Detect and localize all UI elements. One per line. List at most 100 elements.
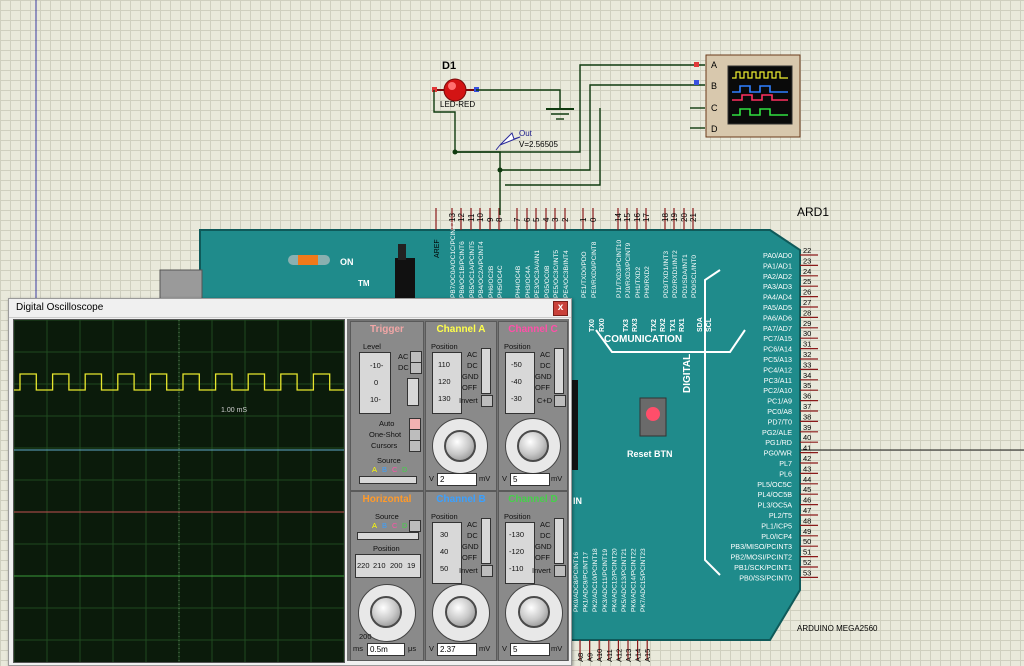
- channel-c-position-slider[interactable]: [505, 352, 535, 414]
- trigger-source-slider[interactable]: [359, 476, 417, 484]
- channel-d-position-slider[interactable]: [505, 522, 535, 584]
- channel-b-mode-off: OFF: [462, 553, 477, 562]
- channel-b-scale-bottom: 50: [440, 564, 449, 573]
- oscilloscope-instrument[interactable]: [694, 54, 801, 138]
- serial-label: TX0: [589, 319, 596, 332]
- right-pin-number: 26: [803, 288, 811, 297]
- channel-b-coupling-switch[interactable]: [481, 518, 491, 564]
- right-pin-name: PA1/AD1: [763, 261, 792, 270]
- channel-a-value-field[interactable]: 2: [437, 473, 477, 486]
- channel-d-invert-label: Invert: [532, 566, 551, 575]
- channel-d-value-field[interactable]: 5: [510, 643, 550, 656]
- top-pin-number: 12: [457, 213, 466, 222]
- channel-a-invert-button[interactable]: [481, 395, 493, 407]
- serial-label: RX0: [599, 318, 606, 332]
- channel-d-coupling-switch[interactable]: [554, 518, 564, 564]
- comm-label: COMUNICATION: [604, 334, 683, 345]
- comm-bracket: [595, 329, 746, 353]
- channel-a-volts-knob[interactable]: [444, 430, 476, 462]
- channel-a-title: Channel A: [436, 324, 486, 335]
- right-pin-name: PC2/A10: [763, 386, 792, 395]
- right-pin-number: 44: [803, 475, 811, 484]
- horizontal-scale-2: 200: [390, 561, 403, 570]
- channel-b-title: Channel B: [436, 494, 486, 505]
- oscilloscope-window[interactable]: Digital Oscilloscope x 1.00 mS Trigger L…: [8, 298, 572, 666]
- channel-c-position-label: Position: [504, 342, 531, 351]
- channel-a-unit: mV: [479, 474, 491, 483]
- right-pin-number: 36: [803, 392, 811, 401]
- channel-c-cplusd-button[interactable]: [554, 395, 566, 407]
- top-pin-name: PE4/OC3B/INT4: [563, 250, 570, 298]
- horizontal-value-field[interactable]: 0.5m: [367, 643, 405, 656]
- serial-label: TX2: [651, 319, 658, 332]
- analog-pin-label: A9: [586, 653, 595, 662]
- horizontal-position-slider[interactable]: [355, 554, 421, 578]
- channel-d-title: Channel D: [508, 494, 558, 505]
- channel-b-volts-knob[interactable]: [445, 596, 477, 628]
- trigger-dc-button[interactable]: [410, 362, 422, 374]
- right-pin-name: PC0/A8: [767, 407, 792, 416]
- right-pin-name: PA5/AD5: [763, 303, 792, 312]
- channel-d-invert-button[interactable]: [554, 565, 566, 577]
- horizontal-scale-0: 220: [357, 561, 370, 570]
- analog-pin-name: PK6/ADC14/PCINT22: [631, 548, 638, 612]
- top-pin-number: 4: [542, 217, 551, 222]
- channel-a-trace: [14, 373, 344, 391]
- top-pin-number: 13: [448, 213, 457, 222]
- channel-c-scale-bottom: -30: [511, 394, 522, 403]
- instrument-pin-a: A: [711, 60, 718, 70]
- reset-button-cap: [646, 407, 660, 421]
- horizontal-dial-label: 200: [359, 632, 372, 641]
- trigger-edge-switch[interactable]: [407, 378, 419, 406]
- channel-d-scale-bottom: -110: [509, 564, 524, 573]
- horizontal-time-knob[interactable]: [370, 596, 402, 628]
- right-pin-number: 49: [803, 527, 811, 536]
- horizontal-scale-1: 210: [373, 561, 386, 570]
- channel-c-volts-knob[interactable]: [517, 430, 549, 462]
- trigger-level-slider[interactable]: [359, 352, 391, 414]
- right-pin-name: PB3/MISO/PCINT3: [730, 542, 792, 551]
- channel-a-mode-ac: AC: [467, 350, 478, 359]
- analog-pin-name: PK3/ADC11/PCINT19: [602, 549, 609, 612]
- right-pin-name: PL7: [779, 459, 792, 468]
- analog-pin-name: PK1/ADC9/PCINT17: [583, 552, 590, 612]
- trigger-title: Trigger: [370, 324, 404, 335]
- horizontal-source-slider[interactable]: [357, 532, 419, 540]
- scope-screen[interactable]: 1.00 mS: [13, 319, 345, 663]
- channel-a-coupling-switch[interactable]: [481, 348, 491, 394]
- channel-b-position-slider[interactable]: [432, 522, 462, 584]
- right-pin-number: 51: [803, 548, 811, 557]
- top-pin-name: PB7/OC0A/OC1C/PCINT7: [450, 221, 457, 298]
- channel-d-volts-knob[interactable]: [518, 596, 550, 628]
- voltage-probe-icon: [495, 132, 521, 151]
- top-pin-number: 10: [476, 213, 485, 222]
- channel-b-value-field[interactable]: 2.37: [437, 643, 477, 656]
- channel-d-mode-ac: AC: [540, 520, 551, 529]
- channel-a-scale-top: 110: [438, 360, 450, 369]
- board-ref: ARD1: [797, 205, 830, 219]
- right-pin-name: PG0/WR: [764, 449, 792, 458]
- channel-c-value-field[interactable]: 5: [510, 473, 550, 486]
- channel-a-mode-dc: DC: [467, 361, 478, 370]
- window-titlebar[interactable]: Digital Oscilloscope x: [9, 299, 571, 318]
- board-part: ARDUINO MEGA2560: [797, 624, 878, 633]
- channel-c-mode-gnd: GND: [535, 372, 552, 381]
- channel-a-section: Channel A Position 110 120 130 AC DC GND…: [425, 321, 497, 491]
- right-pin-number: 34: [803, 371, 811, 380]
- right-pin-number: 32: [803, 350, 811, 359]
- channel-b-invert-button[interactable]: [481, 565, 493, 577]
- channel-a-position-slider[interactable]: [432, 352, 462, 414]
- right-pin-name: PA3/AD3: [763, 282, 792, 291]
- cursors-button[interactable]: [409, 440, 421, 452]
- channel-b-scale-mid: 40: [440, 547, 449, 556]
- top-pin-name: PJ1/TXD3/PCINT10: [616, 239, 623, 298]
- right-pin-number: 45: [803, 485, 811, 494]
- channel-d-section: Channel D Position -130 -120 -110 AC DC …: [498, 491, 568, 661]
- top-pin-name: PE0/RXD0/PCINT8: [591, 241, 598, 298]
- channel-c-section: Channel C Position -50 -40 -30 AC DC GND…: [498, 321, 568, 491]
- channel-c-coupling-switch[interactable]: [554, 348, 564, 394]
- close-button[interactable]: x: [553, 301, 568, 316]
- trigger-source-d: D: [402, 465, 408, 474]
- top-pin-number: 7: [513, 217, 522, 222]
- horizontal-source-button[interactable]: [409, 520, 421, 532]
